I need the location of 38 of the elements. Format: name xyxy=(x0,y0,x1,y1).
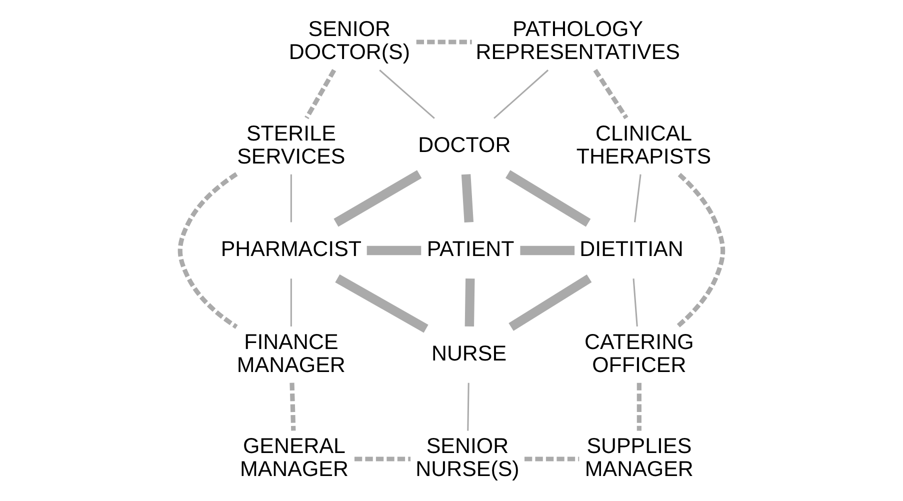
connector xyxy=(464,278,475,327)
node-text: PATIENT xyxy=(426,237,514,262)
node-text: FINANCE MANAGER xyxy=(236,330,346,377)
node-text: SENIOR DOCTOR(S) xyxy=(288,17,410,64)
connector xyxy=(506,170,591,227)
connector xyxy=(494,70,549,119)
connector xyxy=(335,274,428,333)
connector xyxy=(290,174,292,222)
node-text: DOCTOR xyxy=(418,132,511,157)
connector xyxy=(178,172,238,329)
node-text: SENIOR NURSE(S) xyxy=(416,434,520,482)
connector xyxy=(416,40,472,44)
node-text: SUPPLIES MANAGER xyxy=(584,434,694,482)
connector xyxy=(366,246,422,256)
connector xyxy=(467,382,470,431)
connector xyxy=(461,174,474,222)
connector xyxy=(334,170,422,227)
node-text: DIETITIAN xyxy=(580,237,684,262)
connector xyxy=(524,456,580,462)
connector xyxy=(636,382,642,431)
node-text: PHARMACIST xyxy=(220,237,362,262)
node-text: CATERING OFFICER xyxy=(584,330,694,377)
connector xyxy=(379,70,435,119)
connector xyxy=(290,278,292,326)
connector xyxy=(593,68,628,120)
node-text: PATHOLOGY REPRESENTATIVES xyxy=(476,17,680,64)
connector xyxy=(508,274,592,331)
connector xyxy=(304,68,336,120)
connector xyxy=(290,382,296,431)
node-text: CLINICAL THERAPISTS xyxy=(576,121,712,168)
connector xyxy=(632,278,638,327)
node-text: GENERAL MANAGER xyxy=(240,434,348,482)
connector xyxy=(675,172,726,329)
connector xyxy=(354,456,411,462)
connector xyxy=(520,246,575,256)
node-text: NURSE xyxy=(431,341,507,366)
node-text: STERILE SERVICES xyxy=(237,121,346,168)
connector xyxy=(634,174,642,222)
